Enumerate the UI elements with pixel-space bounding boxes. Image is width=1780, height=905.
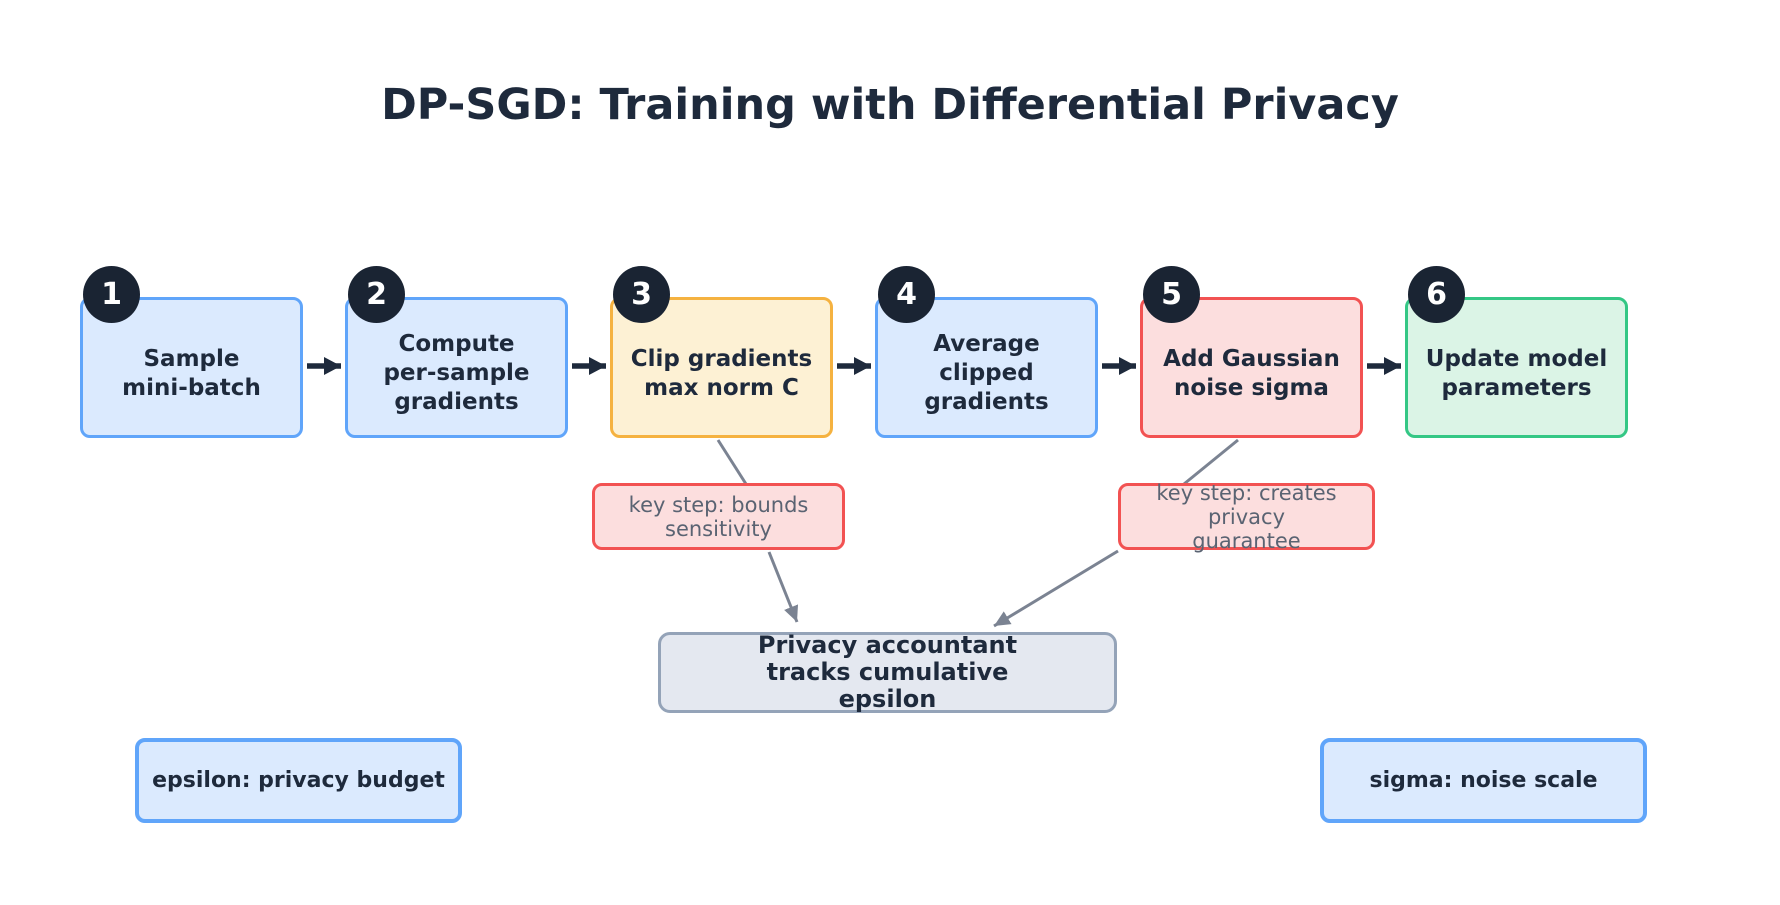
step-number-badge-6: 6 (1408, 266, 1465, 323)
annotation-label: key step: creates privacy guarantee (1156, 480, 1337, 553)
step-number: 2 (366, 277, 387, 312)
step-number: 3 (631, 277, 652, 312)
step-box-average-gradients: 4 Average clipped gradients (875, 266, 1098, 438)
step-number: 5 (1161, 277, 1182, 312)
step-number-badge-1: 1 (83, 266, 140, 323)
diagram-title: DP-SGD: Training with Differential Priva… (381, 80, 1399, 130)
legend-epsilon-box: epsilon: privacy budget (135, 738, 462, 823)
step-label: Update model parameters (1425, 345, 1608, 401)
annotation-label: key step: bounds sensitivity (628, 492, 809, 541)
connector-annotation2-accountant (993, 549, 1119, 628)
step-label: Sample mini-batch (122, 345, 261, 401)
step-label: Compute per-sample gradients (383, 331, 530, 415)
legend-sigma-box: sigma: noise scale (1320, 738, 1647, 823)
step-number-badge-5: 5 (1143, 266, 1200, 323)
connector-step3-annotation1 (716, 439, 748, 485)
step-number-badge-4: 4 (878, 266, 935, 323)
privacy-accountant-label: Privacy accountant tracks cumulative eps… (757, 631, 1018, 713)
step-box-update-parameters: 6 Update model parameters (1405, 266, 1628, 438)
privacy-accountant-box: Privacy accountant tracks cumulative eps… (658, 632, 1117, 713)
annotation-privacy-guarantee: key step: creates privacy guarantee (1118, 480, 1375, 553)
step-box-clip-gradients: 3 Clip gradients max norm C (610, 266, 833, 438)
connector-step5-annotation2 (1183, 438, 1239, 486)
legend-epsilon-label: epsilon: privacy budget (152, 768, 445, 793)
step-box-compute-gradients: 2 Compute per-sample gradients (345, 266, 568, 438)
step-box-add-noise: 5 Add Gaussian noise sigma (1140, 266, 1363, 438)
annotation-bounds-sensitivity: key step: bounds sensitivity (592, 483, 845, 550)
step-label: Average clipped gradients (924, 331, 1049, 415)
step-box-sample-mini-batch: 1 Sample mini-batch (80, 266, 303, 438)
connector-annotation1-accountant (767, 551, 799, 623)
step-label: Clip gradients max norm C (630, 345, 813, 401)
step-number: 1 (101, 277, 122, 312)
step-number-badge-2: 2 (348, 266, 405, 323)
step-number: 4 (896, 277, 917, 312)
step-number: 6 (1426, 277, 1447, 312)
step-number-badge-3: 3 (613, 266, 670, 323)
legend-sigma-label: sigma: noise scale (1369, 768, 1598, 793)
step-label: Add Gaussian noise sigma (1163, 345, 1340, 401)
